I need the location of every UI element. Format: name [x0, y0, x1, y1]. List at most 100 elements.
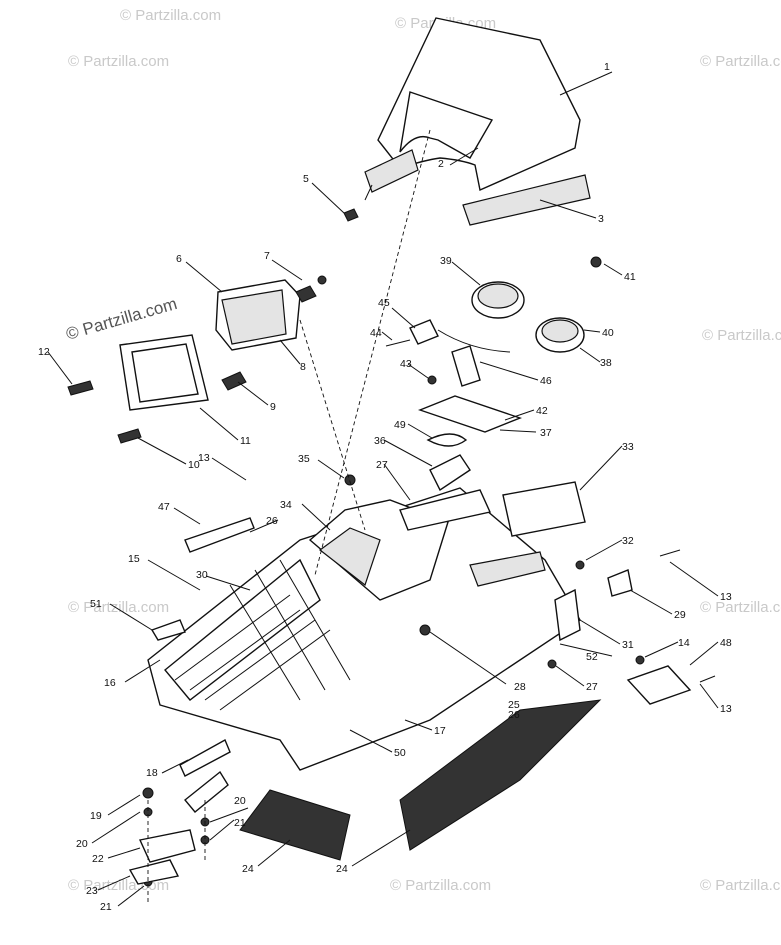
callout-45: 45	[378, 297, 390, 309]
panel-42-shape	[417, 395, 523, 433]
bracket-29-shape	[607, 569, 633, 597]
latch-shape	[184, 770, 229, 813]
callout-16: 16	[104, 677, 116, 689]
callout-8: 8	[300, 361, 306, 373]
callout-31: 31	[622, 639, 634, 651]
callout-40: 40	[602, 327, 614, 339]
callout-44: 44	[370, 327, 382, 339]
callout-3: 3	[598, 213, 604, 225]
callout-27b: 27	[586, 681, 598, 693]
plate-18-shape	[179, 739, 231, 777]
bracket-22-shape	[138, 829, 196, 863]
watermark-text: © Partzilla.com	[390, 877, 491, 894]
watermark-text: © Partzilla.com	[700, 53, 781, 70]
bracket-46-shape	[451, 345, 481, 387]
watermark-text: © Partzilla.com	[700, 599, 781, 616]
leader-lines	[47, 71, 719, 907]
bolt-7-shape	[317, 275, 327, 285]
callout-24: 24	[242, 863, 254, 875]
callout-34: 34	[280, 499, 292, 511]
hood-window-shape	[319, 527, 381, 586]
callout-33: 33	[622, 441, 634, 453]
trim-31-shape	[554, 588, 581, 642]
callout-48: 48	[720, 637, 732, 649]
watermark-text: © Partzilla.com	[702, 327, 781, 344]
callout-50: 50	[394, 747, 406, 759]
callout-41: 41	[624, 271, 636, 283]
callout-10: 10	[188, 459, 200, 471]
callout-1: 1	[604, 61, 610, 73]
grommet-35-shape	[344, 474, 356, 486]
headlight-lens-shape	[221, 289, 287, 345]
callout-23: 23	[86, 885, 98, 897]
bracket-7-shape	[295, 285, 317, 303]
hood-assembly	[147, 454, 716, 771]
callout-21: 21	[234, 817, 246, 829]
nut-28-shape	[419, 624, 431, 636]
windshield-seal-shape	[399, 91, 494, 159]
callout-35: 35	[298, 453, 310, 465]
bulb-14-shape	[635, 655, 645, 665]
callout-49: 49	[394, 419, 406, 431]
callout-42: 42	[536, 405, 548, 417]
callout-24b: 24	[336, 863, 348, 875]
callout-30: 30	[196, 569, 208, 581]
seal-27-shape	[399, 489, 491, 531]
nut-43-shape	[427, 375, 437, 385]
callout-20: 20	[76, 838, 88, 850]
callout-29: 29	[674, 609, 686, 621]
pad-33-shape	[502, 481, 586, 537]
callout-14: 14	[678, 637, 690, 649]
screw-32-shape	[575, 560, 585, 570]
hood-vent-shape	[469, 551, 546, 587]
callout-52: 52	[586, 651, 598, 663]
screw-12-shape	[67, 380, 94, 396]
callout-22: 22	[92, 853, 104, 865]
callout-13b: 13	[720, 591, 732, 603]
callout-19: 19	[90, 810, 102, 822]
spring-9-shape	[221, 371, 247, 391]
callout-25: 25	[508, 699, 520, 711]
bracket-left-shape	[364, 149, 419, 193]
callout-26b: 26	[508, 709, 520, 721]
switch-45-shape	[409, 319, 439, 345]
bolt-19-shape	[142, 787, 154, 799]
callout-15: 15	[128, 553, 140, 565]
callout-5: 5	[303, 173, 309, 185]
callout-13: 13	[198, 452, 210, 464]
clip-23-shape	[128, 859, 180, 885]
bezel-inner-shape	[131, 343, 199, 403]
callout-36: 36	[374, 435, 386, 447]
washer-27-shape	[547, 659, 557, 669]
gauge-assembly	[385, 256, 602, 447]
nut-41-shape	[590, 256, 602, 268]
callout-26: 26	[266, 515, 278, 527]
bracket-3-shape	[462, 174, 591, 226]
callout-12: 12	[38, 346, 50, 358]
cap-49-shape	[426, 433, 468, 447]
callout-27: 27	[376, 459, 388, 471]
bar-47-shape	[184, 517, 255, 553]
watermark-text: © Partzilla.com	[120, 7, 221, 24]
fringe-24-left-shape	[239, 789, 351, 861]
callout-2: 2	[438, 158, 444, 170]
callout-20b: 20	[234, 795, 246, 807]
callout-39: 39	[440, 255, 452, 267]
part-36-shape	[429, 454, 471, 492]
callout-37: 37	[540, 427, 552, 439]
callout-7: 7	[264, 250, 270, 262]
callout-38: 38	[600, 357, 612, 369]
callout-18: 18	[146, 767, 158, 779]
watermark-text: © Partzilla.com	[700, 877, 781, 894]
taillight-48-shape	[626, 665, 692, 705]
callout-51: 51	[90, 598, 102, 610]
watermark-text: © Partzilla.com	[68, 53, 169, 70]
screw-10-shape	[117, 428, 142, 444]
callout-17: 17	[434, 725, 446, 737]
callout-labels: 1 2 3 5 6 7 8 9 10 11 12 13 13 13 14 15 …	[38, 61, 732, 913]
callout-47: 47	[158, 501, 170, 513]
handle-51-shape	[150, 619, 186, 641]
watermark-brand: © Partzilla.com	[64, 294, 179, 344]
windshield-assembly	[343, 17, 591, 226]
callout-28: 28	[514, 681, 526, 693]
